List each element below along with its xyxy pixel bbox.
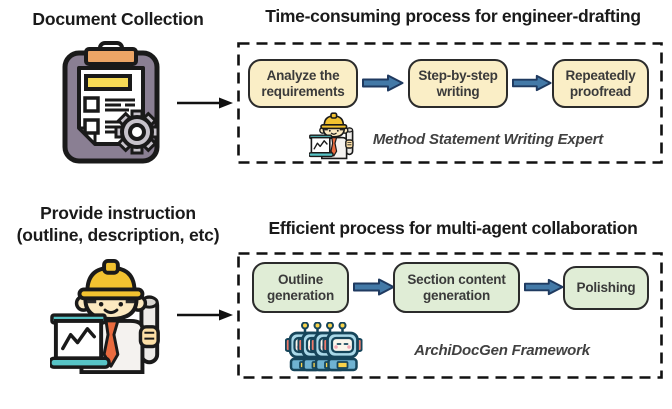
engineer-icon bbox=[50, 256, 168, 378]
block-arrow-icon bbox=[524, 278, 564, 296]
block-arrow-icon bbox=[353, 278, 395, 296]
document-collection-label: Document Collection bbox=[32, 9, 204, 29]
archidocgen-caption: ArchiDocGen Framework bbox=[414, 342, 590, 359]
provide-instruction-label-line2: (outline, description, etc) bbox=[16, 225, 220, 245]
right-arrow-icon bbox=[176, 307, 234, 323]
step-polishing: Polishing bbox=[563, 266, 649, 310]
clipboard-gear-icon bbox=[55, 40, 167, 166]
engineer-icon bbox=[309, 111, 357, 161]
method-statement-caption: Method Statement Writing Expert bbox=[372, 131, 604, 148]
right-arrow-icon bbox=[176, 95, 234, 111]
robot-team-icon bbox=[285, 322, 363, 372]
block-arrow-icon bbox=[512, 74, 552, 92]
step-repeatedly-proofread: Repeatedly proofread bbox=[552, 59, 649, 108]
provide-instruction-label-line1: Provide instruction bbox=[40, 203, 196, 223]
top-process-panel: Analyze the requirements Step-by-step wr… bbox=[237, 42, 663, 164]
step-outline-generation: Outline generation bbox=[252, 262, 349, 313]
step-section-content-generation: Section content generation bbox=[393, 262, 520, 313]
bottom-process-panel: Outline generation Section content gener… bbox=[237, 252, 663, 379]
step-step-by-step-writing: Step-by-step writing bbox=[408, 59, 508, 108]
block-arrow-icon bbox=[362, 74, 404, 92]
step-analyze-requirements: Analyze the requirements bbox=[248, 59, 358, 108]
bottom-process-title: Efficient process for multi-agent collab… bbox=[268, 218, 638, 238]
top-process-title: Time-consuming process for engineer-draf… bbox=[265, 6, 641, 26]
dashed-border bbox=[237, 252, 663, 379]
